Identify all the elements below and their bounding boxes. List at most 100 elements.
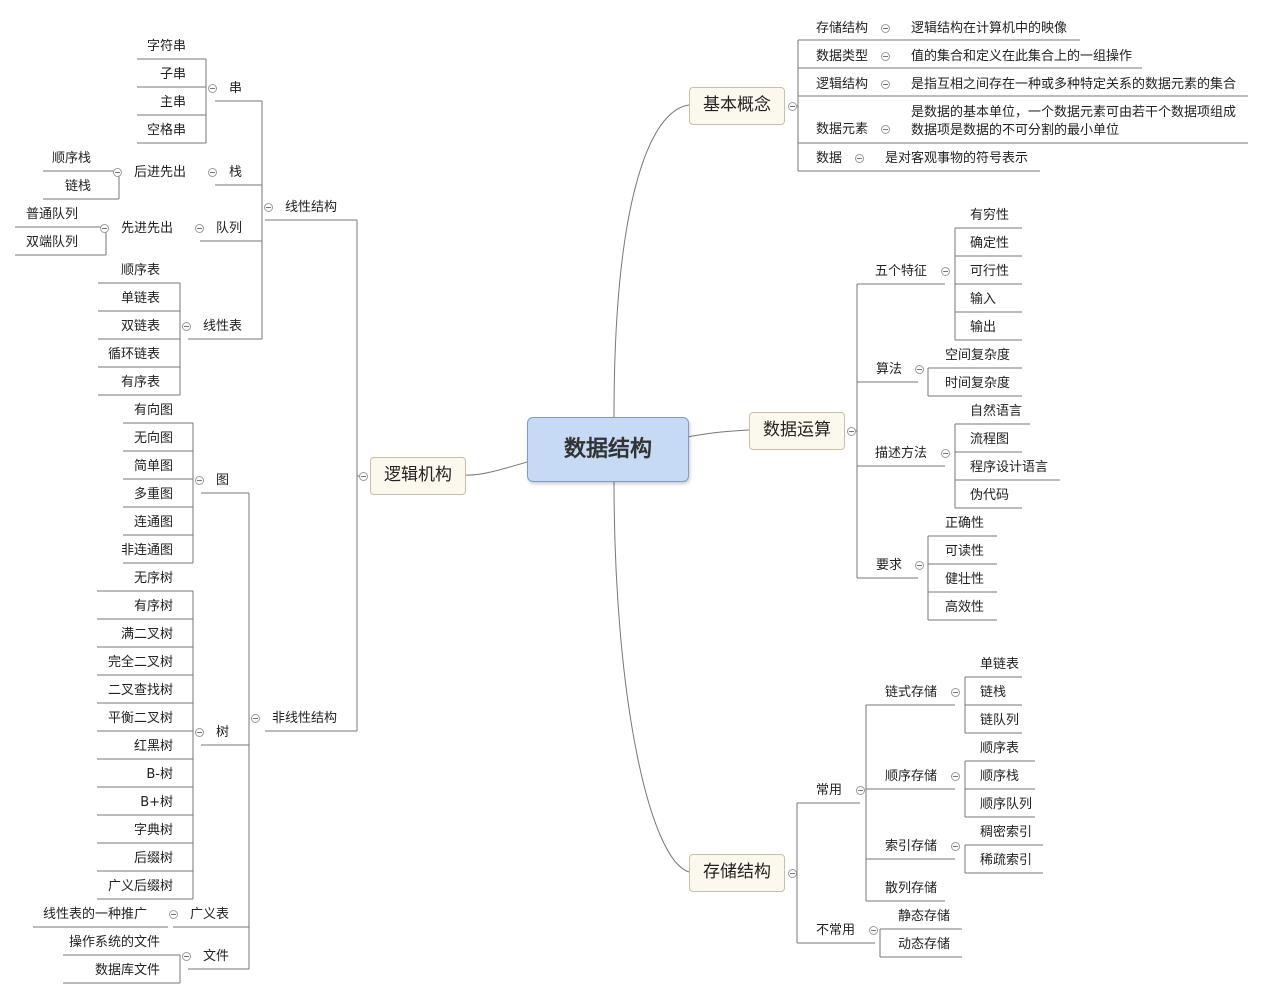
description-item[interactable]: 伪代码 [970, 488, 1010, 503]
graph-item[interactable]: 简单图 [133, 459, 173, 474]
requirement-item[interactable]: 健壮性 [945, 572, 985, 587]
uncommon-item[interactable]: 静态存储 [898, 909, 951, 924]
queue-item[interactable]: 双端队列 [25, 235, 78, 250]
tree-item[interactable]: B-树 [146, 767, 173, 782]
collapse-icon[interactable] [941, 267, 950, 276]
collapse-icon[interactable] [951, 772, 960, 781]
string-item[interactable]: 主串 [159, 95, 186, 110]
collapse-icon[interactable] [100, 224, 109, 233]
tree-item[interactable]: 有序树 [133, 599, 173, 614]
string-item[interactable]: 空格串 [146, 123, 186, 138]
collapse-icon[interactable] [195, 224, 204, 233]
string-item[interactable]: 字符串 [146, 39, 186, 54]
string-item[interactable]: 子串 [159, 67, 186, 82]
sequential-item[interactable]: 顺序表 [980, 741, 1020, 756]
stack-item[interactable]: 链栈 [64, 179, 91, 194]
stack-item[interactable]: 顺序栈 [51, 151, 91, 166]
requirement-item[interactable]: 高效性 [945, 600, 985, 615]
feature-item[interactable]: 有穷性 [970, 208, 1010, 223]
label-hashed-storage[interactable]: 散列存储 [885, 881, 938, 896]
label-requirements[interactable]: 要求 [876, 558, 903, 573]
description-item[interactable]: 自然语言 [970, 404, 1023, 419]
tree-item[interactable]: 后缀树 [133, 851, 173, 866]
label-logical-structure[interactable]: 逻辑结构 [816, 77, 869, 92]
graph-item[interactable]: 非连通图 [120, 543, 173, 558]
root-node[interactable]: 数据结构 [527, 417, 689, 482]
linked-item[interactable]: 单链表 [980, 657, 1020, 672]
collapse-icon[interactable] [208, 84, 217, 93]
tree-item[interactable]: 红黑树 [133, 739, 173, 754]
requirement-item[interactable]: 正确性 [945, 516, 985, 531]
node-data-operations[interactable]: 数据运算 [749, 412, 845, 450]
label-linear-structure[interactable]: 线性结构 [285, 200, 338, 215]
sequential-item[interactable]: 顺序栈 [980, 769, 1020, 784]
collapse-icon[interactable] [847, 427, 856, 436]
algorithm-item[interactable]: 时间复杂度 [945, 376, 1011, 391]
collapse-icon[interactable] [182, 952, 191, 961]
feature-item[interactable]: 输入 [970, 292, 997, 307]
tree-item[interactable]: 二叉查找树 [107, 683, 173, 698]
collapse-icon[interactable] [869, 926, 878, 935]
label-data-type[interactable]: 数据类型 [816, 49, 869, 64]
collapse-icon[interactable] [182, 322, 191, 331]
label-common[interactable]: 常用 [816, 783, 843, 798]
label-fifo[interactable]: 先进先出 [121, 221, 174, 236]
collapse-icon[interactable] [915, 561, 924, 570]
collapse-icon[interactable] [881, 80, 890, 89]
collapse-icon[interactable] [359, 472, 368, 481]
node-logical-structure[interactable]: 逻辑机构 [370, 457, 466, 495]
label-storage-structure[interactable]: 存储结构 [816, 21, 869, 36]
feature-item[interactable]: 输出 [970, 320, 997, 335]
linked-item[interactable]: 链栈 [980, 685, 1007, 700]
label-linear-list[interactable]: 线性表 [203, 319, 243, 334]
requirement-item[interactable]: 可读性 [945, 544, 985, 559]
label-data[interactable]: 数据 [816, 151, 843, 166]
list-item[interactable]: 单链表 [120, 291, 160, 306]
collapse-icon[interactable] [951, 842, 960, 851]
tree-item[interactable]: 完全二叉树 [107, 655, 173, 670]
label-tree[interactable]: 树 [216, 725, 230, 740]
algorithm-item[interactable]: 空间复杂度 [945, 348, 1011, 363]
tree-item[interactable]: 无序树 [133, 571, 173, 586]
label-lifo[interactable]: 后进先出 [134, 165, 187, 180]
list-item[interactable]: 双链表 [120, 319, 160, 334]
collapse-icon[interactable] [951, 688, 960, 697]
node-storage-structure[interactable]: 存储结构 [689, 854, 785, 892]
label-description[interactable]: 描述方法 [875, 446, 928, 461]
indexed-item[interactable]: 稠密索引 [980, 825, 1033, 840]
graph-item[interactable]: 多重图 [133, 487, 173, 502]
collapse-icon[interactable] [856, 786, 865, 795]
tree-item[interactable]: 字典树 [133, 823, 173, 838]
description-item[interactable]: 流程图 [970, 432, 1010, 447]
sequential-item[interactable]: 顺序队列 [980, 797, 1033, 812]
feature-item[interactable]: 可行性 [970, 264, 1010, 279]
list-item[interactable]: 循环链表 [107, 347, 160, 362]
label-linked-storage[interactable]: 链式存储 [885, 685, 938, 700]
graph-item[interactable]: 连通图 [133, 515, 173, 530]
tree-item[interactable]: 平衡二叉树 [107, 711, 173, 726]
description-item[interactable]: 程序设计语言 [970, 460, 1049, 475]
collapse-icon[interactable] [113, 168, 122, 177]
tree-item[interactable]: 广义后缀树 [107, 879, 173, 894]
node-basic-concepts[interactable]: 基本概念 [689, 87, 785, 125]
collapse-icon[interactable] [941, 449, 950, 458]
collapse-icon[interactable] [788, 102, 797, 111]
list-item[interactable]: 有序表 [120, 375, 160, 390]
collapse-icon[interactable] [264, 203, 273, 212]
label-uncommon[interactable]: 不常用 [816, 923, 856, 938]
label-queue[interactable]: 队列 [216, 221, 243, 236]
label-file[interactable]: 文件 [203, 949, 230, 964]
linked-item[interactable]: 链队列 [980, 713, 1020, 728]
label-nonlinear-structure[interactable]: 非线性结构 [272, 711, 338, 726]
queue-item[interactable]: 普通队列 [25, 207, 78, 222]
collapse-icon[interactable] [881, 52, 890, 61]
label-string[interactable]: 串 [229, 81, 243, 96]
collapse-icon[interactable] [208, 168, 217, 177]
uncommon-item[interactable]: 动态存储 [898, 937, 951, 952]
label-graph[interactable]: 图 [216, 473, 230, 488]
collapse-icon[interactable] [881, 24, 890, 33]
collapse-icon[interactable] [855, 154, 864, 163]
list-item[interactable]: 顺序表 [120, 263, 160, 278]
indexed-item[interactable]: 稀疏索引 [980, 853, 1033, 868]
label-algorithm[interactable]: 算法 [876, 362, 903, 377]
